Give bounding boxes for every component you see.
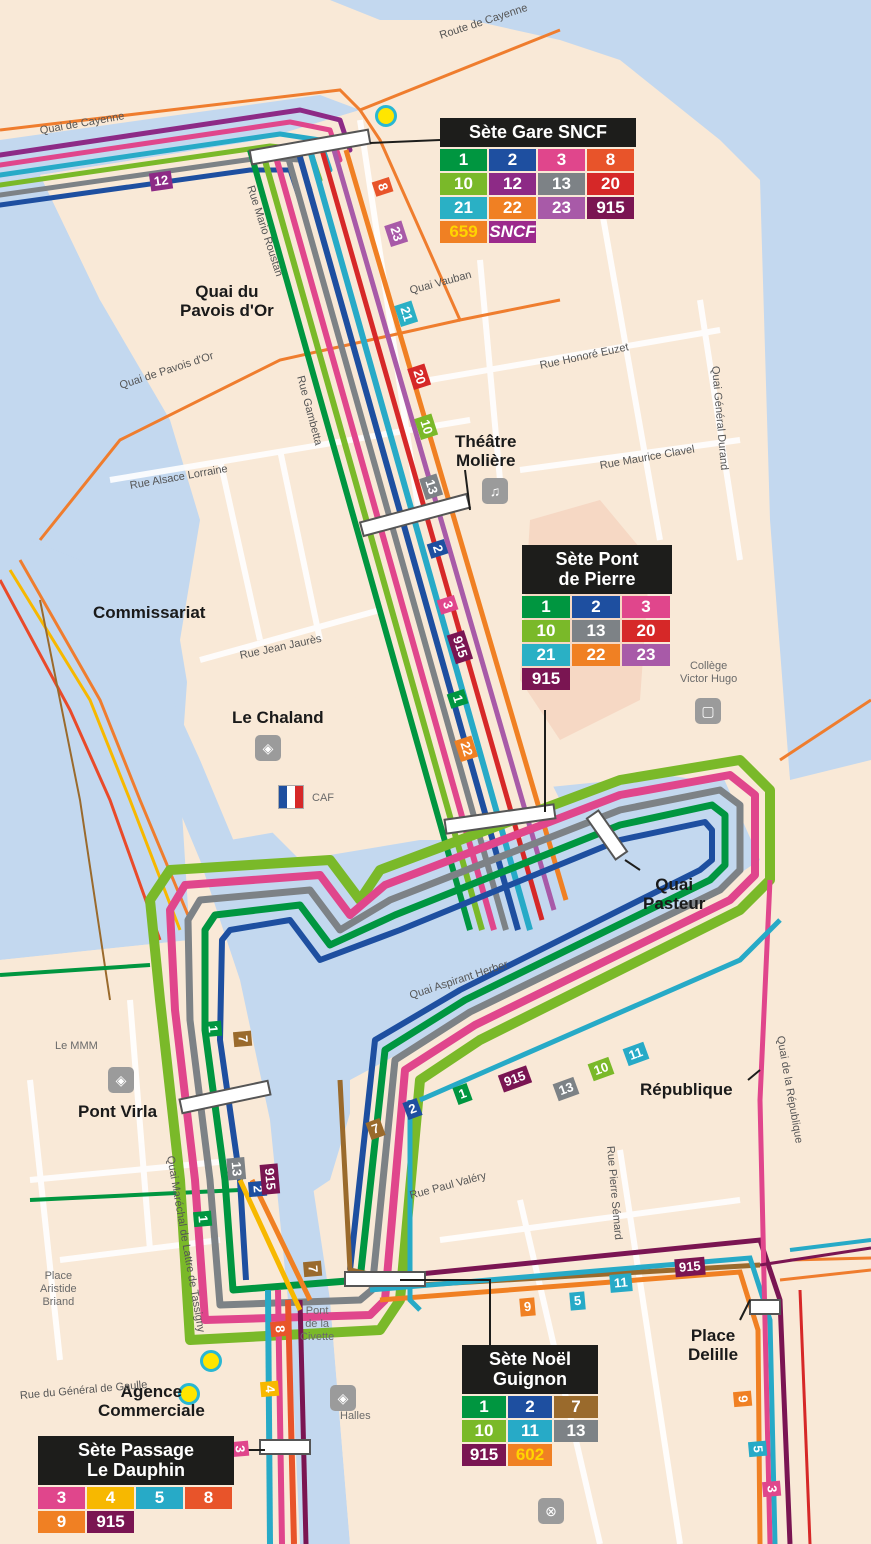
place-pont-civette: Pont de la Civette bbox=[300, 1305, 335, 1343]
college-icon: ▢ bbox=[695, 698, 721, 724]
route-tag-12: 12 bbox=[148, 170, 174, 192]
caf-flag-icon bbox=[278, 785, 304, 809]
place-aristide: Place Aristide Briand bbox=[40, 1270, 77, 1308]
place-delille: Place Delille bbox=[688, 1326, 739, 1364]
line-badge-23[interactable]: 23 bbox=[622, 644, 670, 666]
line-badge-sncf[interactable]: SNCF bbox=[489, 221, 536, 243]
line-badge-3[interactable]: 3 bbox=[538, 149, 585, 171]
theatre-icon: ♫ bbox=[482, 478, 508, 504]
stop-title: Sète Passage Le Dauphin bbox=[38, 1436, 234, 1485]
line-badge-9[interactable]: 9 bbox=[38, 1511, 85, 1533]
parking-icon: ⊗ bbox=[538, 1498, 564, 1524]
sea bbox=[330, 0, 871, 780]
bike-station-icon bbox=[178, 1383, 200, 1405]
place-pont-virla: Pont Virla bbox=[78, 1102, 158, 1121]
line-badge-915[interactable]: 915 bbox=[87, 1511, 134, 1533]
stop-title: Sète Noël Guignon bbox=[462, 1345, 598, 1394]
route-tag-7: 7 bbox=[232, 1030, 253, 1048]
place-theatre: Théâtre Molière bbox=[455, 432, 517, 470]
place-commissariat: Commissariat bbox=[93, 603, 206, 622]
line-badge-5[interactable]: 5 bbox=[136, 1487, 183, 1509]
line-badge-1[interactable]: 1 bbox=[462, 1396, 506, 1418]
route-tag-9: 9 bbox=[732, 1390, 753, 1408]
mmm-icon: ◈ bbox=[108, 1067, 134, 1093]
line-badge-21[interactable]: 21 bbox=[522, 644, 570, 666]
place-republique: République bbox=[640, 1080, 733, 1099]
place-mmm: Le MMM bbox=[55, 1040, 98, 1052]
line-badge-2[interactable]: 2 bbox=[572, 596, 620, 618]
route-tag-915: 915 bbox=[674, 1256, 706, 1278]
route-tag-1: 1 bbox=[192, 1210, 213, 1228]
place-halle: Halles bbox=[340, 1410, 371, 1422]
route-tag-7: 7 bbox=[302, 1260, 323, 1278]
place-college: Collège Victor Hugo bbox=[680, 660, 738, 685]
place-caf: CAF bbox=[312, 792, 334, 804]
route-tag-8: 8 bbox=[269, 1320, 290, 1338]
bike-station-icon bbox=[200, 1350, 222, 1372]
place-quai-pavois: Quai du Pavois d'Or bbox=[180, 282, 274, 320]
line-badge-22[interactable]: 22 bbox=[572, 644, 620, 666]
line-badge-22[interactable]: 22 bbox=[489, 197, 536, 219]
line-badge-3[interactable]: 3 bbox=[622, 596, 670, 618]
place-agence: Agence Commerciale bbox=[98, 1382, 205, 1420]
route-tag-9: 9 bbox=[519, 1297, 536, 1317]
route-tag-3: 3 bbox=[761, 1480, 782, 1498]
line-badge-12[interactable]: 12 bbox=[489, 173, 536, 195]
line-badge-1[interactable]: 1 bbox=[440, 149, 487, 171]
line-badge-13[interactable]: 13 bbox=[538, 173, 585, 195]
line-badge-602[interactable]: 602 bbox=[508, 1444, 552, 1466]
route-tag-5: 5 bbox=[569, 1291, 586, 1311]
bike-station-icon bbox=[375, 105, 397, 127]
line-badge-13[interactable]: 13 bbox=[572, 620, 620, 642]
place-chaland: Le Chaland bbox=[232, 708, 324, 727]
line-badge-659[interactable]: 659 bbox=[440, 221, 487, 243]
line-badge-8[interactable]: 8 bbox=[587, 149, 634, 171]
line-badge-10[interactable]: 10 bbox=[522, 620, 570, 642]
line-badge-23[interactable]: 23 bbox=[538, 197, 585, 219]
stop-title: Sète Gare SNCF bbox=[440, 118, 636, 147]
line-badge-20[interactable]: 20 bbox=[587, 173, 634, 195]
chaland-icon: ◈ bbox=[255, 735, 281, 761]
line-badge-20[interactable]: 20 bbox=[622, 620, 670, 642]
halle-icon: ◈ bbox=[330, 1385, 356, 1411]
line-badge-3[interactable]: 3 bbox=[38, 1487, 85, 1509]
line-badge-13[interactable]: 13 bbox=[554, 1420, 598, 1442]
route-tag-915: 915 bbox=[259, 1163, 281, 1195]
line-badge-2[interactable]: 2 bbox=[508, 1396, 552, 1418]
route-tag-1: 1 bbox=[202, 1020, 223, 1038]
line-badge-1[interactable]: 1 bbox=[522, 596, 570, 618]
route-tag-11: 11 bbox=[609, 1273, 633, 1293]
line-badge-10[interactable]: 10 bbox=[440, 173, 487, 195]
stop-title: Sète Pont de Pierre bbox=[522, 545, 672, 594]
route-tag-4: 4 bbox=[259, 1380, 280, 1398]
line-badge-915[interactable]: 915 bbox=[522, 668, 570, 690]
line-badge-4[interactable]: 4 bbox=[87, 1487, 134, 1509]
line-badge-8[interactable]: 8 bbox=[185, 1487, 232, 1509]
line-badge-915[interactable]: 915 bbox=[462, 1444, 506, 1466]
line-badge-2[interactable]: 2 bbox=[489, 149, 536, 171]
line-badge-11[interactable]: 11 bbox=[508, 1420, 552, 1442]
line-badge-915[interactable]: 915 bbox=[587, 197, 634, 219]
line-badge-10[interactable]: 10 bbox=[462, 1420, 506, 1442]
route-tag-13: 13 bbox=[226, 1157, 247, 1181]
route-tag-5: 5 bbox=[747, 1440, 768, 1458]
line-badge-21[interactable]: 21 bbox=[440, 197, 487, 219]
place-quai-pasteur: Quai Pasteur bbox=[643, 875, 706, 913]
line-badge-7[interactable]: 7 bbox=[554, 1396, 598, 1418]
